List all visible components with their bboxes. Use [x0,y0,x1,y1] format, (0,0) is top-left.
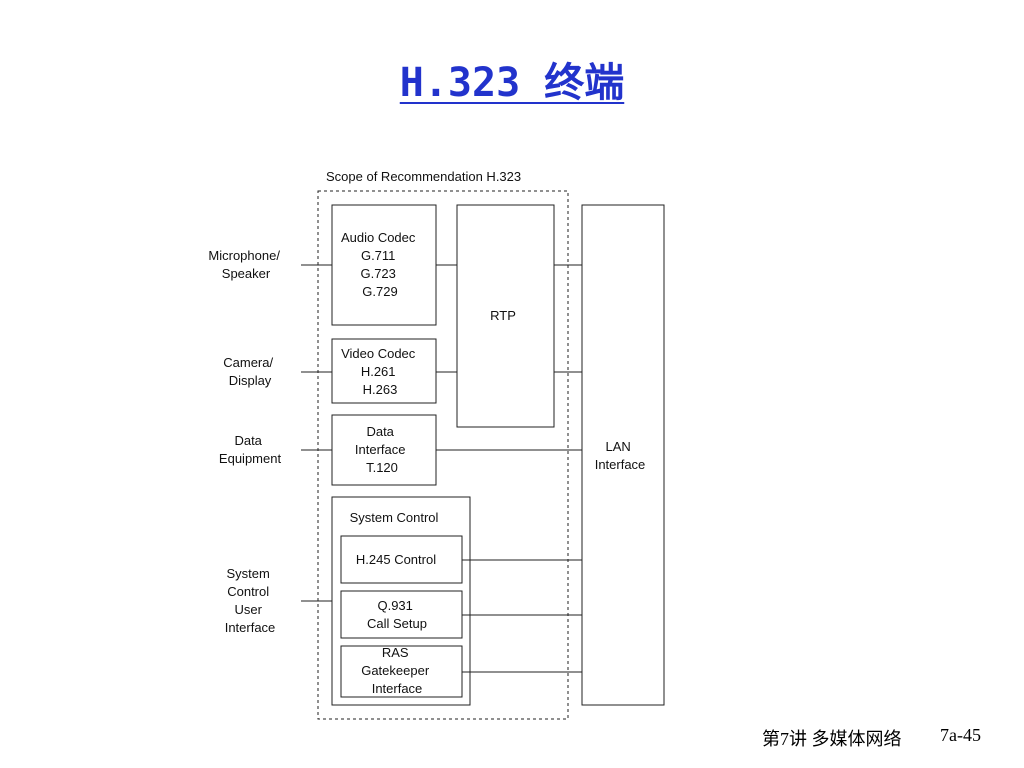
data-interface-label: Data Interface T.120 [355,424,409,475]
audio-codec-box [331,204,437,326]
system-control-label: System Control [350,510,439,525]
scope-boundary [317,190,569,720]
label-microphone-speaker: Microphone/ Speaker [208,248,283,281]
label-system-control-ui: System Control User Interface [225,566,276,635]
q931-label: Q.931 Call Setup [367,598,427,631]
label-camera-display: Camera/ Display [223,355,276,388]
rtp-label: RTP [490,308,516,323]
page-title: H.323 终端 [399,60,625,106]
ras-label: RAS Gatekeeper Interface [361,645,433,696]
video-codec-label: Video Codec H.261 H.263 [341,346,419,397]
video-codec-box [331,338,437,404]
lan-interface-box [581,204,665,706]
footer-lecture: 第7讲 多媒体网络 [762,729,902,749]
label-data-equipment: Data Equipment [219,433,282,466]
footer-page-number: 7a-45 [940,725,981,745]
h245-control-label: H.245 Control [356,552,436,567]
lan-interface-label: LAN Interface [595,439,646,472]
connection-lines [301,264,582,673]
rtp-box [456,204,555,428]
scope-label: Scope of Recommendation H.323 [326,169,521,184]
audio-codec-label: Audio Codec G.711 G.723 G.729 [341,230,419,299]
